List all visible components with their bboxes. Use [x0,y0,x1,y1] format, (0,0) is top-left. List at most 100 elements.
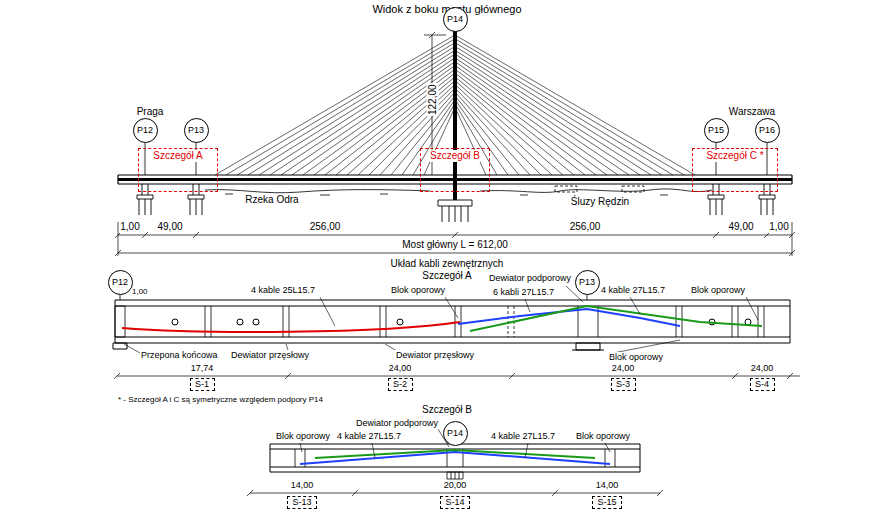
cable-label: 6 kabli 27L15.7 [492,287,555,297]
cable-blue [458,309,680,326]
segment-number: S-2 [392,379,408,389]
dimension: 256,00 [569,221,602,233]
dimension: 17,74 [190,363,215,373]
pier-circle: P15 [704,118,729,143]
pier-number: P16 [758,125,776,135]
box-girder [115,300,790,343]
dimension: Most główny L = 612,00 [401,239,509,251]
segment-number: S-4 [754,379,770,389]
dimension: 20,00 [443,480,468,490]
pier-circle: P13 [575,270,600,295]
part-label: Dewiator przęsłowy [395,350,475,360]
pier-number: P14 [446,428,464,438]
deck-core [118,178,792,181]
pier-foundation [447,472,463,479]
part-label: Blok oporowy [690,285,746,295]
segment-number: S-13 [291,497,312,507]
dimension: 122,00 [426,84,438,117]
segment-tag: S-13 [287,496,317,509]
detail-label: Szczegół A [152,150,203,162]
segment-number: S-3 [615,379,631,389]
bearings [113,343,604,350]
segment-number: S-14 [444,497,465,507]
dimension-lines [114,373,800,379]
pier-number: P15 [707,125,725,135]
detail-box: Szczegół A [138,148,218,192]
cable-green [315,450,595,458]
detail-label: Szczegół B [429,150,481,162]
part-label: Blok oporowy [608,352,664,362]
pylon [453,26,457,200]
detail-a [113,286,800,379]
detail-heading: Szczegół B [421,404,473,416]
dimension: 14,00 [595,480,620,490]
dimension: 1,00 [119,221,140,233]
pier-circle: P13 [184,118,209,143]
segment-number: S-1 [194,379,210,389]
cable-label: 4 kable 25L15.7 [250,285,316,295]
cable-red [122,322,460,332]
cable-label: 4 kable 27L15.7 [336,431,402,441]
pier-circle: P14 [443,7,468,32]
dimension-lines [115,222,795,256]
detail-box: Szczegół C * [692,148,778,192]
pier-circle: P16 [755,118,780,143]
opening [237,319,243,325]
lock-outline [555,186,644,192]
side-view [115,26,795,256]
cable-green [470,306,762,331]
segment-tag: S-1 [190,378,215,391]
dimension: 24,00 [750,363,775,373]
detail-heading: Szczegół A [421,270,472,282]
dimension: 24,00 [388,363,413,373]
box-girder [270,444,640,472]
detail-label: Szczegół C * [705,150,764,162]
side-label: Warszawa [728,106,776,118]
part-label: Blok oporowy [575,431,631,441]
pier-number: P13 [578,277,596,287]
segment-tag: S-4 [750,378,775,391]
pier-foundations [137,184,775,222]
leader-lines [124,286,758,354]
dimension: 256,00 [309,221,342,233]
part-label: Dewiator podporowy [488,273,572,283]
opening [172,319,178,325]
pier-number: P14 [446,14,464,24]
cable-label: 4 kable 27L15.7 [600,285,666,295]
segment-tag: S-2 [388,378,413,391]
pier-circle: P12 [108,270,133,295]
part-label: Przepona końcowa [140,350,219,360]
diaphragms [115,306,764,337]
deck [118,175,792,184]
pier-circle: P12 [133,118,158,143]
place-name: Śluzy Rędzin [570,196,630,208]
dimension: 49,00 [156,221,183,233]
pier-circle: P14 [443,421,468,446]
opening [397,319,403,325]
diaphragms [295,449,615,467]
footnote: * - Szczegół A i C są symetryczne względ… [117,395,324,404]
part-label: Blok oporowy [275,431,331,441]
segment-tag: S-14 [440,496,470,509]
side-label: Praga [136,106,165,118]
river-name: Rzeka Odra [244,194,299,206]
dimension: 1,00 [768,221,789,233]
dimension: 24,00 [611,363,636,373]
part-label: Dewiator podporowy [355,418,439,428]
pier-number: P13 [187,125,205,135]
section-heading: Układ kabli zewnętrznych [390,258,505,270]
cable-label: 4 kable 27L15.7 [490,431,556,441]
part-label: Dewiator przęsłowy [230,350,310,360]
pier-leaders [145,141,767,175]
segment-tag: S-3 [611,378,636,391]
dimension: 14,00 [290,480,315,490]
pier-number: P12 [136,125,154,135]
segment-number: S-15 [596,497,617,507]
segment-tag: S-15 [592,496,622,509]
dimension: 49,00 [727,221,754,233]
part-label: Blok oporowy [390,285,446,295]
opening [253,319,259,325]
pier-number: P12 [111,277,129,287]
detail-box: Szczegół B [420,148,490,192]
